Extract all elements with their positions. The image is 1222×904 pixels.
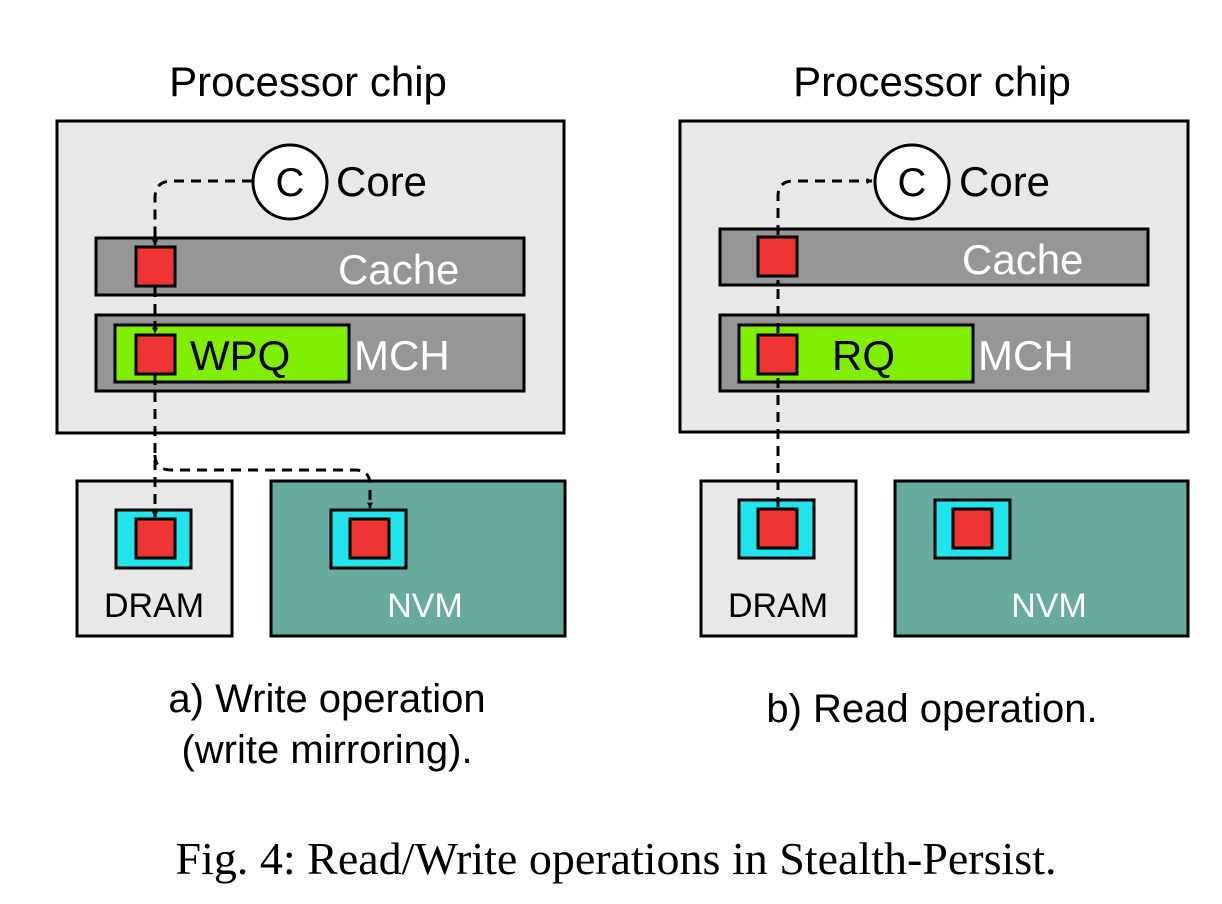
core-label-a: Core — [336, 158, 427, 205]
caption-b-line1: b) Read operation. — [766, 687, 1097, 731]
chip-title-a: Processor chip — [169, 58, 447, 105]
nvm-label-a: NVM — [387, 587, 463, 625]
nvm-box-a: NVM — [269, 479, 567, 638]
core-circle-a — [251, 143, 329, 221]
core-label-b: Core — [959, 158, 1050, 205]
dram-cell-inner-a — [134, 517, 177, 560]
dram-box-a: DRAM — [75, 479, 234, 638]
write-arrow-core-to-cache — [152, 179, 252, 246]
core-circle-b — [873, 143, 951, 221]
core-b: C Core — [873, 143, 1050, 221]
caption-a-line2: (write mirroring). — [181, 728, 472, 772]
core-letter-a: C — [276, 161, 305, 205]
dram-cell-inner-b — [756, 507, 799, 550]
core-letter-b: C — [898, 161, 927, 205]
cache-label-b: Cache — [962, 236, 1083, 283]
nvm-cell-inner-b — [951, 507, 994, 550]
cache-label-a: Cache — [338, 246, 459, 293]
nvm-label-b: NVM — [1011, 587, 1087, 625]
nvm-cell-inner-a — [348, 517, 391, 560]
rq-label: RQ — [832, 332, 895, 379]
read-arrow-cache-to-core — [776, 178, 873, 235]
mch-label-b: MCH — [978, 332, 1074, 379]
figure-caption: Fig. 4: Read/Write operations in Stealth… — [176, 833, 1057, 884]
panel-read-operation: Processor chip C Core Cache MCH RQ DRAM — [678, 58, 1190, 731]
caption-a-line1: a) Write operation — [168, 677, 485, 721]
dram-label-a: DRAM — [104, 587, 204, 625]
nvm-box-b: NVM — [893, 479, 1190, 638]
mch-label-a: MCH — [354, 332, 450, 379]
chip-title-b: Processor chip — [793, 58, 1071, 105]
wpq-entry-a — [134, 333, 177, 376]
rq-entry-b — [756, 333, 799, 376]
dram-label-b: DRAM — [728, 587, 828, 625]
cache-line-b — [756, 235, 799, 278]
panel-write-operation: Processor chip C Core Cache MCH WPQ DRAM — [55, 58, 567, 772]
wpq-label: WPQ — [190, 332, 290, 379]
cache-line-a — [134, 245, 177, 288]
dram-box-b: DRAM — [699, 479, 858, 638]
core-a: C Core — [251, 143, 427, 221]
write-arrow-wpq-to-nvm — [153, 454, 373, 509]
